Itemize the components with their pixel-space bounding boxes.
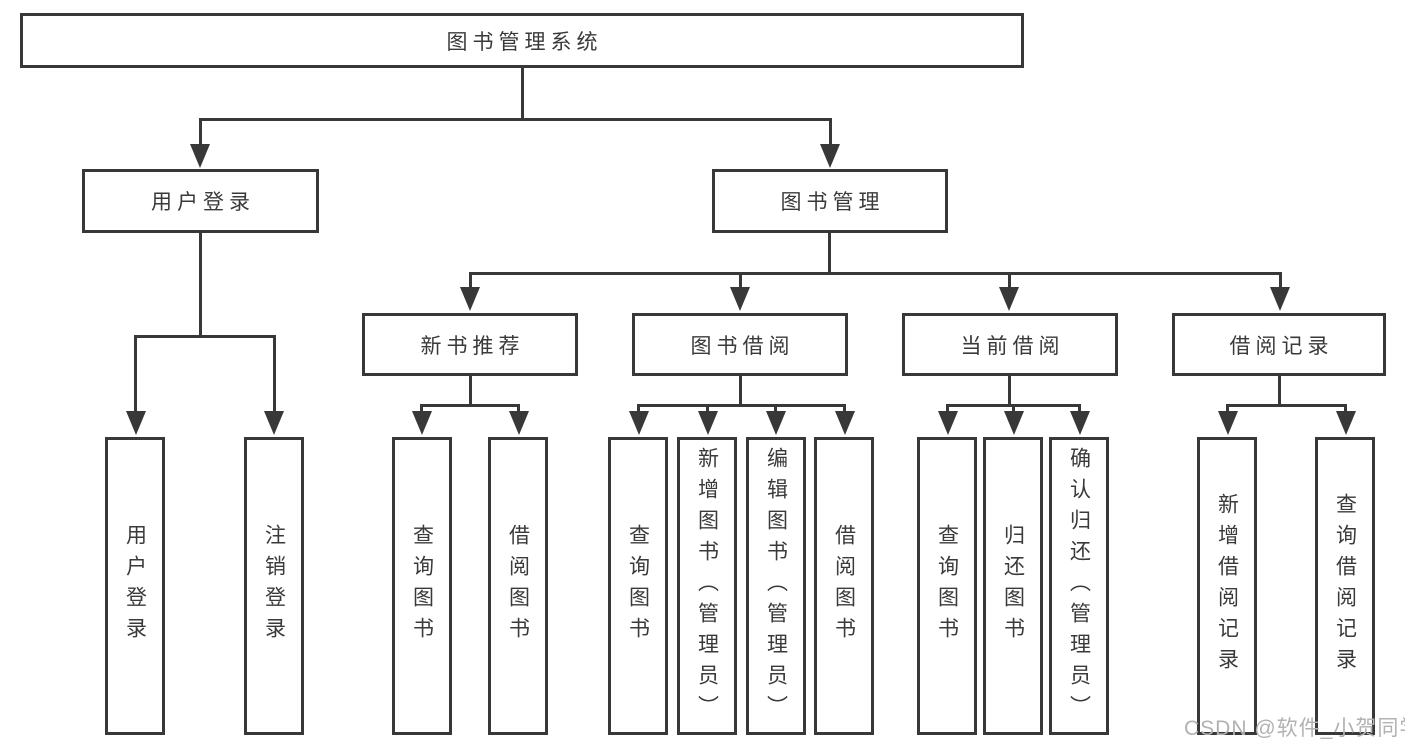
leaf-query-books-current-label: 查询图书 [935,524,959,648]
arrow-down-icon [1218,411,1238,435]
leaf-query-books-recommend: 查询图书 [392,437,452,735]
leaf-query-books-borrow-label: 查询图书 [626,524,650,648]
connector-leg [1279,272,1282,290]
node-current-borrow: 当前借阅 [902,313,1118,376]
leaf-borrow-books-recommend-label: 借阅图书 [506,524,530,648]
leaf-user-login: 用户登录 [105,437,165,735]
connector-bookmgmt-stem [828,233,831,275]
connector-leg [843,404,846,414]
connector-leg [420,404,423,414]
connector-leg [774,404,777,414]
leaf-add-borrow-record-label: 新增借阅记录 [1215,493,1239,679]
arrow-down-icon [730,287,750,311]
leaf-borrow-books-label: 借阅图书 [832,524,856,648]
arrow-down-icon [509,411,529,435]
node-borrow-records: 借阅记录 [1172,313,1386,376]
arrow-down-icon [126,411,146,435]
arrow-down-icon [412,411,432,435]
leaf-query-books-borrow: 查询图书 [608,437,668,735]
leaf-borrow-books: 借阅图书 [814,437,874,735]
connector-userlogin-stem [199,233,202,338]
leaf-query-books-recommend-label: 查询图书 [410,524,434,648]
connector-userlogin-rail [134,335,276,338]
arrow-down-icon [460,287,480,311]
connector-leg [134,335,137,411]
leaf-edit-books-admin: 编辑图书（管理员） [746,437,806,735]
leaf-borrow-books-recommend: 借阅图书 [488,437,548,735]
node-user-login-label: 用户登录 [151,191,255,214]
arrow-down-icon [1070,411,1090,435]
arrow-down-icon [766,411,786,435]
connector-leg [469,272,472,290]
leaf-return-books-label: 归还图书 [1001,524,1025,648]
arrow-down-icon [1004,411,1024,435]
connector-leg [1012,404,1015,414]
arrow-down-icon [264,411,284,435]
leaf-logout: 注销登录 [244,437,304,735]
arrow-down-icon [820,144,840,168]
leaf-logout-label: 注销登录 [262,524,286,648]
connector-groupA-rail [420,404,520,407]
node-root: 图书管理系统 [20,13,1024,68]
leaf-confirm-return-admin: 确认归还（管理员） [1049,437,1109,735]
connector-root-rail [199,118,832,121]
connector-leg [637,404,640,414]
node-book-borrow-label: 图书借阅 [690,334,795,358]
connector-groupD-stem [1278,376,1281,407]
node-book-management: 图书管理 [712,169,948,233]
leaf-return-books: 归还图书 [983,437,1043,735]
connector-leg [706,404,709,414]
connector-leg [1008,272,1011,290]
connector-leg [739,272,742,290]
node-root-label: 图书管理系统 [446,30,603,54]
connector-groupC-stem [1008,376,1011,407]
leaf-edit-books-admin-label: 编辑图书（管理员） [764,446,788,726]
leaf-confirm-return-admin-label: 确认归还（管理员） [1067,446,1091,726]
arrow-down-icon [190,144,210,168]
connector-leg [829,118,832,147]
leaf-add-books-admin-label: 新增图书（管理员） [695,446,719,726]
connector-leg [517,404,520,414]
node-new-book-recommend-label: 新书推荐 [420,334,525,358]
leaf-add-books-admin: 新增图书（管理员） [677,437,737,735]
connector-groupB-rail [637,404,846,407]
connector-groupB-stem [739,376,742,407]
arrow-down-icon [698,411,718,435]
leaf-query-borrow-record: 查询借阅记录 [1315,437,1375,735]
leaf-user-login-label: 用户登录 [123,524,147,648]
leaf-query-borrow-record-label: 查询借阅记录 [1333,493,1357,679]
node-user-login: 用户登录 [82,169,319,233]
csdn-watermark: CSDN @软件_小贺同学 [1184,717,1405,740]
arrow-down-icon [1270,287,1290,311]
connector-groupD-rail [1226,404,1347,407]
node-current-borrow-label: 当前借阅 [960,334,1065,358]
connector-root-stem [521,67,524,120]
arrow-down-icon [999,287,1019,311]
connector-leg [273,335,276,411]
connector-leg [1344,404,1347,414]
node-borrow-records-label: 借阅记录 [1229,334,1334,358]
arrow-down-icon [629,411,649,435]
connector-groupA-stem [469,376,472,407]
connector-leg [946,404,949,414]
connector-leg [199,118,202,147]
leaf-query-books-current: 查询图书 [917,437,977,735]
connector-bookmgmt-rail [469,272,1282,275]
arrow-down-icon [835,411,855,435]
node-new-book-recommend: 新书推荐 [362,313,578,376]
node-book-management-label: 图书管理 [780,191,885,214]
arrow-down-icon [1336,411,1356,435]
arrow-down-icon [938,411,958,435]
connector-leg [1078,404,1081,414]
node-book-borrow: 图书借阅 [632,313,848,376]
leaf-add-borrow-record: 新增借阅记录 [1197,437,1257,735]
connector-leg [1226,404,1229,414]
